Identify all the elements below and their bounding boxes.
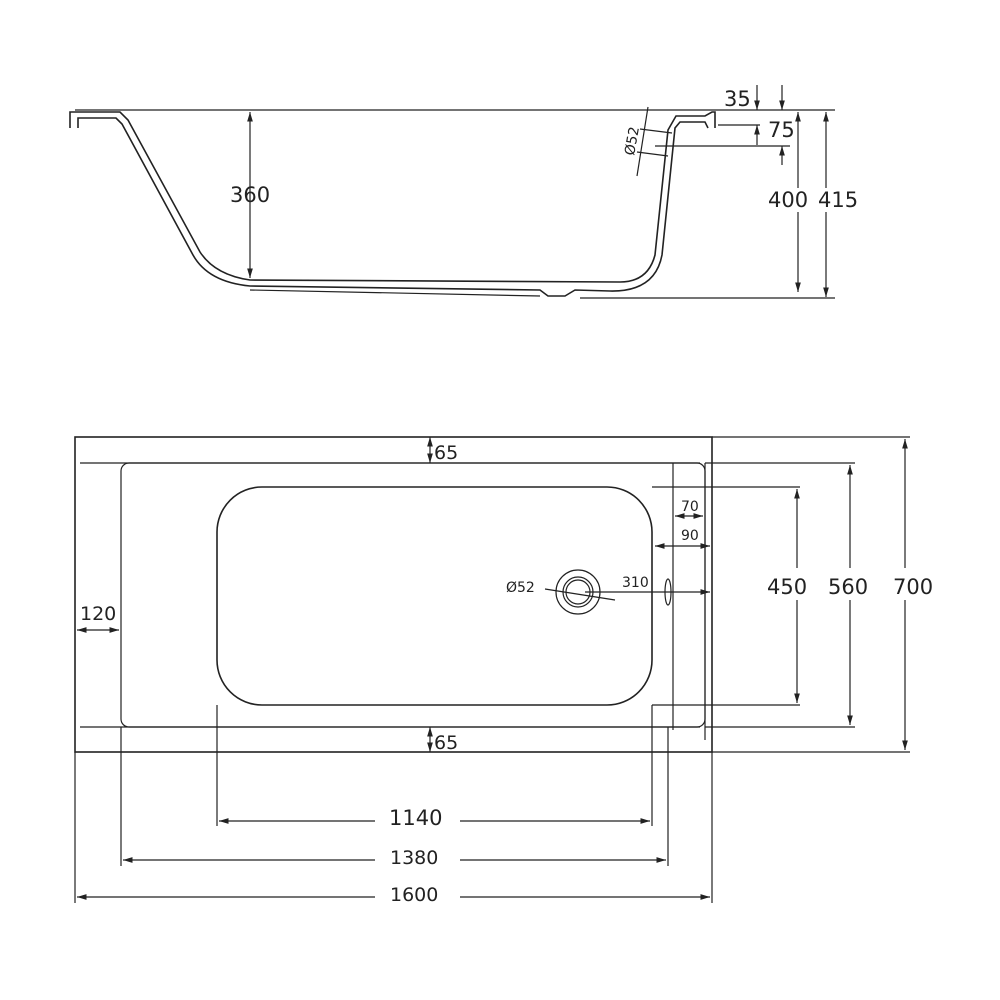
dim-inner-width: 560: [828, 575, 868, 599]
dim-rim-top: 65: [434, 442, 458, 464]
dim-drain-diameter: Ø52: [506, 580, 535, 596]
tub-section-outline: [69, 111, 716, 283]
side-view: 360 35 75 Ø52 400 415: [69, 85, 858, 299]
dimension-line: [544, 588, 616, 601]
dim-inner-depth: 360: [230, 183, 270, 207]
dimension-line: [636, 106, 649, 177]
tub-foot: [249, 289, 541, 297]
top-view: Ø52 310 70 90 65 65 120 450 560 700: [74, 436, 933, 906]
dim-right-rim-inner: 70: [681, 499, 699, 515]
dim-outer-length: 1600: [390, 884, 438, 906]
extension-line: [639, 128, 673, 134]
inner-rim: [120, 462, 706, 728]
dim-overflow-center: 75: [768, 118, 795, 142]
dim-basin-width: 450: [767, 575, 807, 599]
dim-rim-left: 120: [80, 603, 116, 625]
dim-rim-height: 400: [768, 188, 808, 212]
dim-drain-offset: 310: [622, 575, 649, 591]
outer-rim: [74, 436, 713, 753]
dim-total-height: 415: [818, 188, 858, 212]
dim-basin-length: 1140: [389, 806, 442, 830]
tub-inner-outline: [77, 117, 709, 297]
extension-line: [636, 151, 669, 157]
dim-overflow-top: 35: [724, 87, 751, 111]
basin: [216, 486, 653, 706]
dim-overflow-diameter: Ø52: [622, 126, 643, 157]
dim-inner-length: 1380: [390, 847, 438, 869]
dim-right-rim-outer: 90: [681, 528, 699, 544]
dim-rim-bottom: 65: [434, 732, 458, 754]
dim-outer-width: 700: [893, 575, 933, 599]
